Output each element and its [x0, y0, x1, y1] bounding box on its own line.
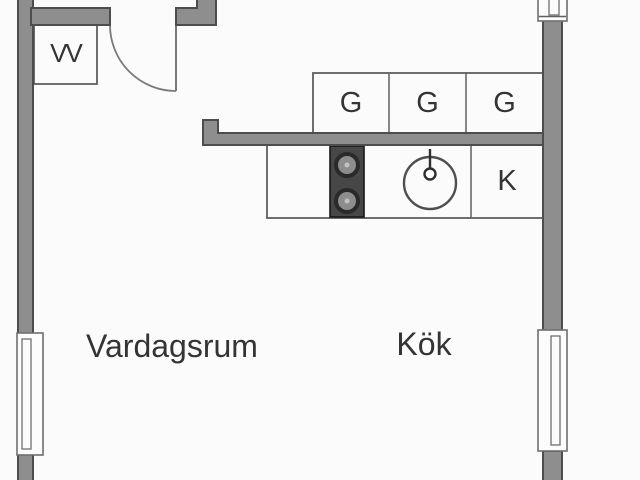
sink-knob — [423, 167, 437, 181]
fridge-label: K — [497, 165, 517, 197]
window-symbol-right — [537, 329, 568, 452]
wall-left-upper — [17, 0, 34, 335]
window-top-pane — [548, 0, 560, 16]
room-label-living: Vardagsrum — [86, 328, 258, 364]
wall-top-center — [175, 0, 217, 26]
wall-left-lower — [17, 452, 34, 480]
wall-top-left — [30, 7, 111, 26]
window-right-pane — [550, 335, 561, 446]
stove-symbol — [329, 145, 365, 218]
wardrobe-row-box — [312, 72, 544, 134]
wardrobe-row — [312, 72, 544, 134]
sink-symbol — [402, 149, 458, 211]
walls — [17, 0, 563, 480]
burner-top-dot — [344, 162, 350, 168]
window-left-pane — [21, 338, 32, 450]
window-symbol-top — [537, 0, 568, 22]
wall-right-upper — [542, 18, 563, 333]
door-swing-arc — [109, 24, 177, 92]
wardrobe-label-1: G — [339, 86, 363, 119]
room-label-kitchen: Kök — [396, 326, 452, 362]
burner-bottom-dot — [344, 198, 350, 204]
door — [109, 24, 177, 92]
wardrobe-label-2: G — [416, 86, 439, 119]
wardrobe-label-3: G — [493, 86, 516, 119]
vv-closet-label: VV — [50, 38, 83, 68]
window-symbol-left — [16, 332, 44, 456]
wall-right-lower — [542, 450, 563, 480]
